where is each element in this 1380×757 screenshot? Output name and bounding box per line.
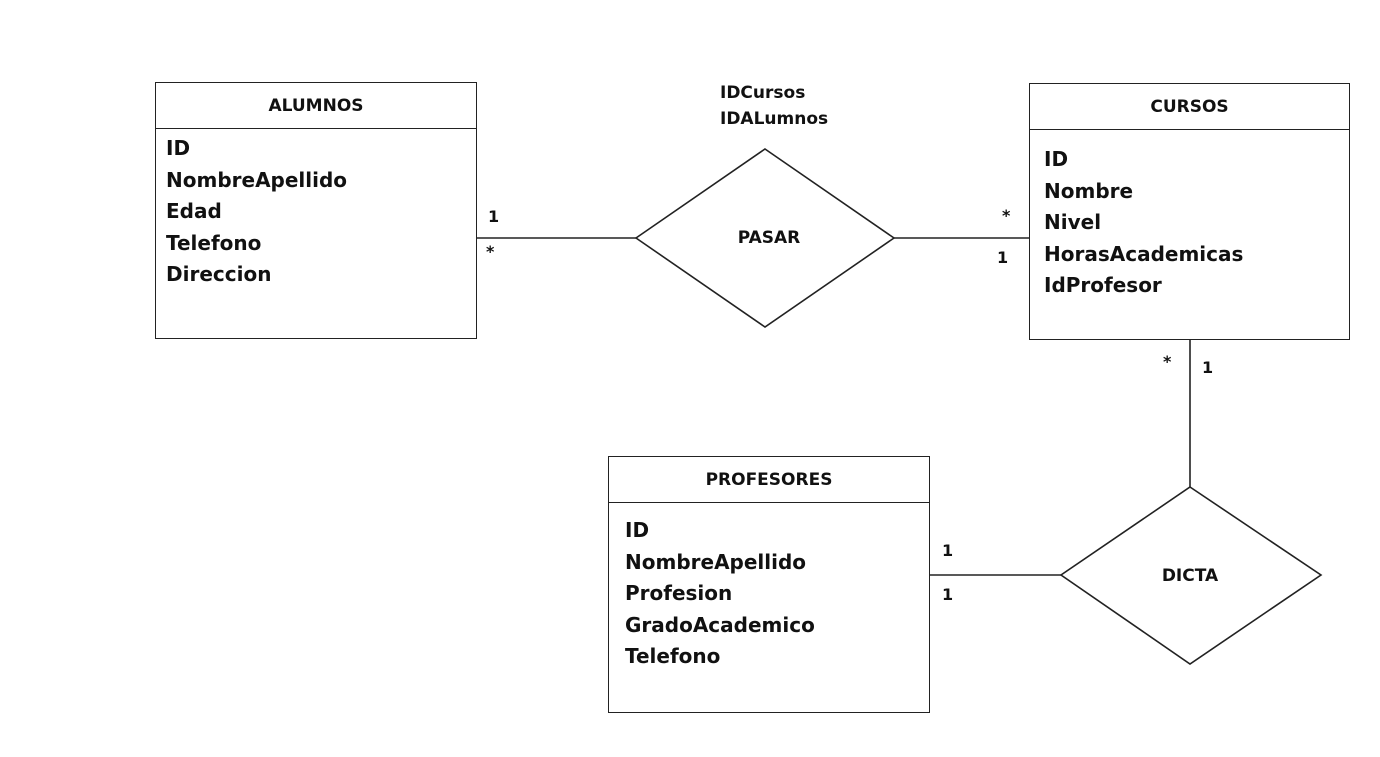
dicta-relationship-label: DICTA	[1161, 566, 1219, 586]
cursos-entity: CURSOS ID Nombre Nivel HorasAcademicas I…	[1029, 83, 1350, 340]
profesores-attribute: NombreApellido	[625, 549, 807, 574]
profesores-attribute: Profesion	[625, 581, 733, 605]
cursos-attribute: ID	[1044, 147, 1069, 171]
cardinality-profesores-dicta-one-top: 1	[942, 541, 954, 560]
alumnos-attribute: Direccion	[166, 262, 272, 286]
profesores-attribute-list: ID NombreApellido Profesion GradoAcademi…	[609, 503, 929, 677]
profesores-attribute: Telefono	[625, 644, 721, 668]
alumnos-attribute-list: ID NombreApellido Edad Telefono Direccio…	[156, 129, 476, 295]
pasar-relationship-attributes: IDCursos IDALumnos	[720, 80, 828, 132]
alumnos-entity-title: ALUMNOS	[156, 83, 476, 129]
cardinality-profesores-dicta-one-bottom: 1	[942, 585, 954, 604]
cardinality-cursos-dicta-one: 1	[1202, 358, 1214, 377]
profesores-attribute: GradoAcademico	[625, 612, 815, 637]
profesores-entity-title: PROFESORES	[609, 457, 929, 503]
cardinality-alumnos-pasar-many: *	[486, 242, 495, 261]
alumnos-attribute: Telefono	[166, 230, 262, 255]
cardinality-cursos-pasar-many: *	[1002, 206, 1011, 225]
alumnos-entity: ALUMNOS ID NombreApellido Edad Telefono …	[155, 82, 477, 339]
pasar-attribute: IDCursos	[720, 83, 806, 103]
cursos-attribute: IdProfesor	[1044, 273, 1162, 297]
dicta-relationship-diamond	[1059, 486, 1323, 665]
alumnos-attribute: Edad	[166, 199, 222, 223]
pasar-relationship-label: PASAR	[737, 228, 801, 248]
cursos-attribute-list: ID Nombre Nivel HorasAcademicas IdProfes…	[1030, 130, 1349, 306]
profesores-entity: PROFESORES ID NombreApellido Profesion G…	[608, 456, 930, 713]
alumnos-attribute: ID	[166, 136, 191, 160]
cursos-attribute: HorasAcademicas	[1044, 241, 1244, 266]
cardinality-alumnos-pasar-one: 1	[488, 207, 500, 226]
cursos-attribute: Nombre	[1044, 178, 1134, 203]
cursos-attribute: Nivel	[1044, 210, 1102, 234]
alumnos-attribute: NombreApellido	[166, 167, 348, 192]
cardinality-cursos-dicta-many: *	[1163, 352, 1172, 371]
cursos-entity-title: CURSOS	[1030, 84, 1349, 130]
pasar-relationship-diamond	[634, 148, 896, 328]
profesores-attribute: ID	[625, 518, 650, 542]
pasar-attribute: IDALumnos	[720, 109, 829, 129]
cardinality-cursos-pasar-one: 1	[997, 248, 1009, 267]
